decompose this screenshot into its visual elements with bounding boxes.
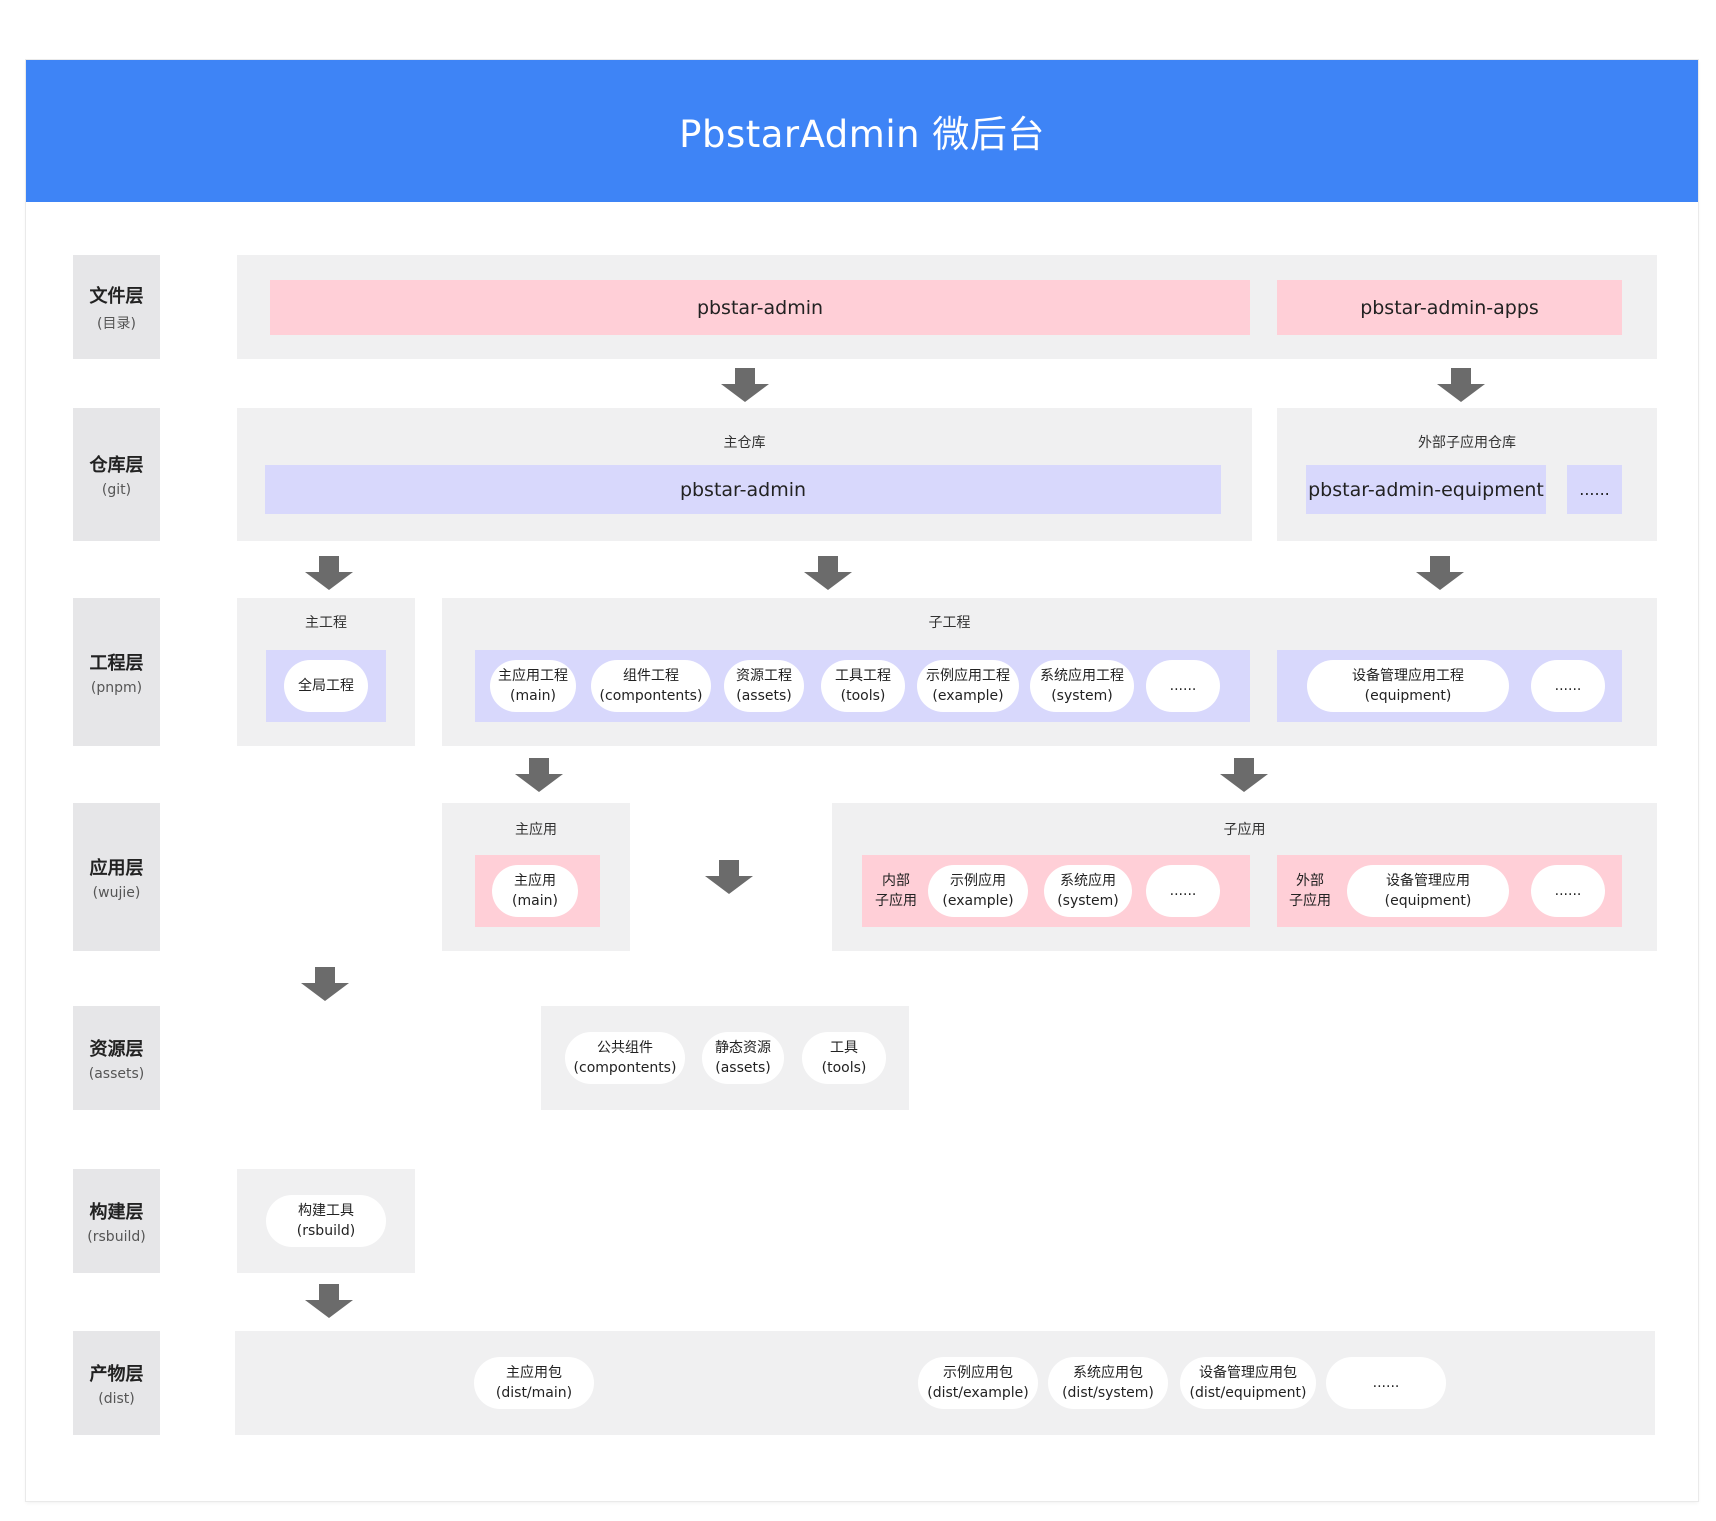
dist-pill-example: 示例应用包(dist/example) xyxy=(918,1357,1038,1409)
dist-pill-system: 系统应用包(dist/system) xyxy=(1048,1357,1168,1409)
app-pill-outer-more: ...... xyxy=(1531,865,1605,917)
layer-label-dist: 产物层 (dist) xyxy=(73,1331,160,1435)
arrow-down-icon xyxy=(804,556,852,590)
arrow-down-icon xyxy=(721,368,769,402)
app-pill-system: 系统应用(system) xyxy=(1044,865,1132,917)
header-banner: PbstarAdmin 微后台 xyxy=(26,60,1698,202)
app-pill-equipment: 设备管理应用(equipment) xyxy=(1347,865,1509,917)
project-pill-tools: 工具工程(tools) xyxy=(821,660,905,712)
asset-pill-tools: 工具(tools) xyxy=(802,1032,886,1084)
diagram-title: PbstarAdmin 微后台 xyxy=(679,113,1045,156)
file-pbstar-admin-apps: pbstar-admin-apps xyxy=(1277,280,1622,335)
project-pill-more: ...... xyxy=(1146,660,1220,712)
arrow-down-icon xyxy=(515,758,563,792)
app-pill-example: 示例应用(example) xyxy=(928,865,1028,917)
arrow-down-icon xyxy=(1437,368,1485,402)
layer-label-project: 工程层 (pnpm) xyxy=(73,598,160,746)
project-pill-main: 主应用工程(main) xyxy=(490,660,576,712)
file-pbstar-admin: pbstar-admin xyxy=(270,280,1250,335)
ext-repo-title: 外部子应用仓库 xyxy=(1418,435,1516,451)
main-project-title: 主工程 xyxy=(305,615,347,631)
dist-pill-equipment: 设备管理应用包(dist/equipment) xyxy=(1180,1357,1316,1409)
project-pill-assets: 资源工程(assets) xyxy=(724,660,804,712)
layer-label-file: 文件层 (目录) xyxy=(73,255,160,359)
project-pill-components: 组件工程(compontents) xyxy=(591,660,711,712)
asset-pill-assets: 静态资源(assets) xyxy=(702,1032,784,1084)
dist-pill-main: 主应用包(dist/main) xyxy=(474,1357,594,1409)
layer-label-repo: 仓库层 (git) xyxy=(73,408,160,541)
outer-sub-app-label: 外部子应用 xyxy=(1289,873,1331,909)
layer-label-app: 应用层 (wujie) xyxy=(73,803,160,951)
arrow-down-icon xyxy=(301,967,349,1001)
arrow-down-icon xyxy=(1220,758,1268,792)
app-pill-main: 主应用(main) xyxy=(492,865,578,917)
inner-sub-app-label: 内部子应用 xyxy=(875,873,917,909)
build-pill-rsbuild: 构建工具(rsbuild) xyxy=(266,1195,386,1247)
sub-project-title: 子工程 xyxy=(928,615,971,631)
repo-pbstar-admin-equipment: pbstar-admin-equipment xyxy=(1306,465,1546,514)
project-global-pill: 全局工程 xyxy=(284,660,368,712)
layer-label-build: 构建层 (rsbuild) xyxy=(73,1169,160,1273)
main-app-title: 主应用 xyxy=(515,822,557,838)
arrow-down-icon xyxy=(1416,556,1464,590)
sub-app-title: 子应用 xyxy=(1223,822,1266,838)
project-pill-ext-more: ...... xyxy=(1531,660,1605,712)
arrow-down-icon xyxy=(705,860,753,894)
arrow-down-icon xyxy=(305,1284,353,1318)
project-pill-example: 示例应用工程(example) xyxy=(917,660,1019,712)
dist-pill-more: ...... xyxy=(1326,1357,1446,1409)
main-repo-title: 主仓库 xyxy=(723,435,766,451)
app-pill-inner-more: ...... xyxy=(1146,865,1220,917)
project-pill-equipment: 设备管理应用工程(equipment) xyxy=(1307,660,1509,712)
asset-pill-components: 公共组件(compontents) xyxy=(565,1032,685,1084)
project-pill-system: 系统应用工程(system) xyxy=(1030,660,1134,712)
arrow-down-icon xyxy=(305,556,353,590)
layer-label-assets: 资源层 (assets) xyxy=(73,1006,160,1110)
repo-pbstar-admin: pbstar-admin xyxy=(265,465,1221,514)
repo-more: ...... xyxy=(1567,465,1622,514)
